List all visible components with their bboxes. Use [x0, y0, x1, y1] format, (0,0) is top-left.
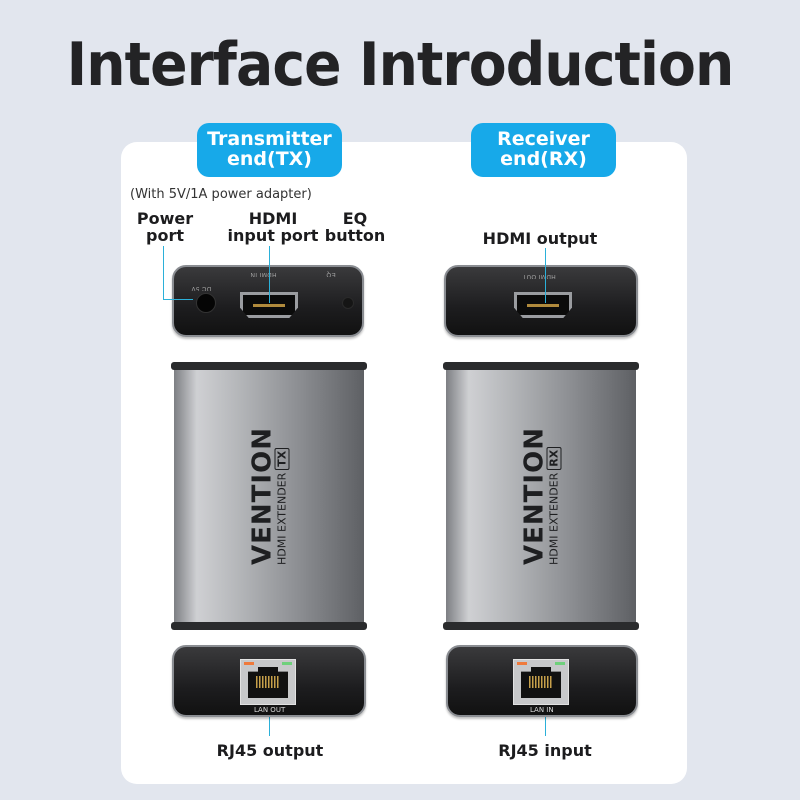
lan-out-text: LAN OUT	[254, 706, 286, 714]
rx-rear-panel: LAN IN	[446, 645, 638, 717]
eq-button[interactable]	[342, 297, 354, 309]
hdmi-in-callout-line	[269, 246, 270, 303]
hdmi-output-label: HDMI output	[482, 229, 598, 248]
power-port-label-line1: Power	[136, 209, 194, 228]
tx-brand-logo: VENTION	[247, 427, 278, 565]
status-led-orange	[244, 662, 254, 665]
eq-button-label-line1: EQ	[342, 209, 368, 228]
hdmi-input-label-line2: input port	[227, 226, 319, 245]
transmitter-badge: Transmitter end(TX)	[197, 123, 342, 177]
tx-tag: TX	[274, 447, 290, 470]
rx-product-name: HDMI EXTENDER	[547, 472, 561, 565]
rj45-output-port[interactable]	[240, 659, 296, 705]
eq-button-label-line2: button	[324, 226, 386, 245]
transmitter-badge-line2: end(TX)	[227, 148, 312, 170]
receiver-badge: Receiver end(RX)	[471, 123, 616, 177]
eq-button-label: EQ button	[322, 210, 388, 244]
power-callout-line	[163, 246, 164, 299]
power-adapter-note: (With 5V/1A power adapter)	[130, 187, 312, 202]
status-led-green	[282, 662, 292, 665]
rx-device-body: VENTION HDMI EXTENDER RX	[443, 362, 639, 630]
rj45-input-port[interactable]	[513, 659, 569, 705]
rx-brand: VENTION HDMI EXTENDER RX	[519, 427, 562, 565]
hdmi-out-callout-line	[545, 248, 546, 303]
rj45-output-label: RJ45 output	[216, 741, 324, 760]
rj45-input-label: RJ45 input	[498, 741, 592, 760]
hdmi-out-text: HDMI OUT	[522, 273, 556, 279]
status-led-green	[555, 662, 565, 665]
receiver-badge-line1: Receiver	[497, 128, 590, 150]
hdmi-in-text: HDMI IN	[250, 271, 277, 277]
lan-in-text: LAN IN	[530, 706, 554, 714]
hdmi-input-label-line1: HDMI	[248, 209, 298, 228]
eq-text: EQ	[326, 271, 336, 277]
hdmi-output-port[interactable]	[514, 292, 572, 318]
page-title: Interface Introduction	[66, 30, 735, 100]
power-port-label-line2: port	[146, 226, 184, 245]
tx-product-name: HDMI EXTENDER	[275, 472, 289, 565]
power-port-label: Power port	[128, 210, 202, 244]
dc-port-text: DC 5V	[191, 285, 212, 291]
status-led-orange	[517, 662, 527, 665]
power-jack[interactable]	[196, 293, 216, 313]
tx-brand: VENTION HDMI EXTENDER TX	[247, 427, 290, 565]
receiver-badge-line2: end(RX)	[500, 148, 587, 170]
rx-brand-logo: VENTION	[519, 427, 550, 565]
tx-rear-panel: LAN OUT	[172, 645, 366, 717]
tx-device-body: VENTION HDMI EXTENDER TX	[171, 362, 367, 630]
rx-tag: RX	[546, 446, 562, 470]
rx-front-panel: HDMI OUT	[444, 265, 638, 337]
hdmi-input-port-label: HDMI input port	[225, 210, 321, 244]
tx-front-panel: DC 5V HDMI IN EQ	[172, 265, 364, 337]
transmitter-badge-line1: Transmitter	[207, 128, 332, 150]
power-callout-line-h	[163, 299, 193, 300]
